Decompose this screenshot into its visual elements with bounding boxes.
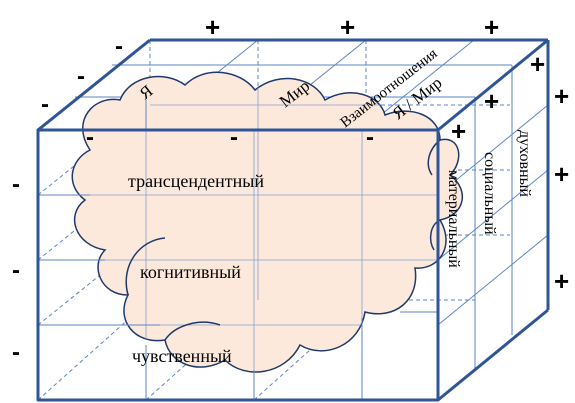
plus-sign: +: [554, 159, 569, 189]
plus-sign: +: [205, 12, 220, 42]
plus-sign: +: [451, 116, 466, 146]
label-spiritual: духовный: [516, 130, 533, 197]
cube-edges: [36, 38, 550, 402]
plus-sign: +: [530, 49, 545, 79]
plus-sign: +: [554, 266, 569, 296]
minus-sign: -: [86, 124, 94, 151]
plus-sign: +: [340, 12, 355, 42]
signs: + + + + + + + + + - - - - - - - - -: [12, 12, 569, 366]
minus-sign: -: [230, 124, 238, 151]
label-social: социальный: [481, 152, 498, 235]
minus-sign: -: [12, 339, 20, 366]
minus-sign: -: [12, 257, 20, 284]
minus-sign: -: [77, 63, 85, 90]
plus-sign: +: [484, 86, 499, 116]
label-cognitive: когнитивный: [140, 262, 241, 282]
minus-sign: -: [115, 33, 123, 60]
front-face-grid: [38, 100, 438, 400]
minus-sign: -: [12, 171, 20, 198]
label-sensory: чувственный: [132, 346, 232, 366]
label-transcendent: трансцендентный: [128, 171, 264, 191]
plus-sign: +: [484, 12, 499, 42]
minus-sign: -: [366, 124, 374, 151]
label-material: материальный: [445, 170, 462, 268]
minus-sign: -: [41, 91, 49, 118]
plus-sign: +: [554, 81, 569, 111]
